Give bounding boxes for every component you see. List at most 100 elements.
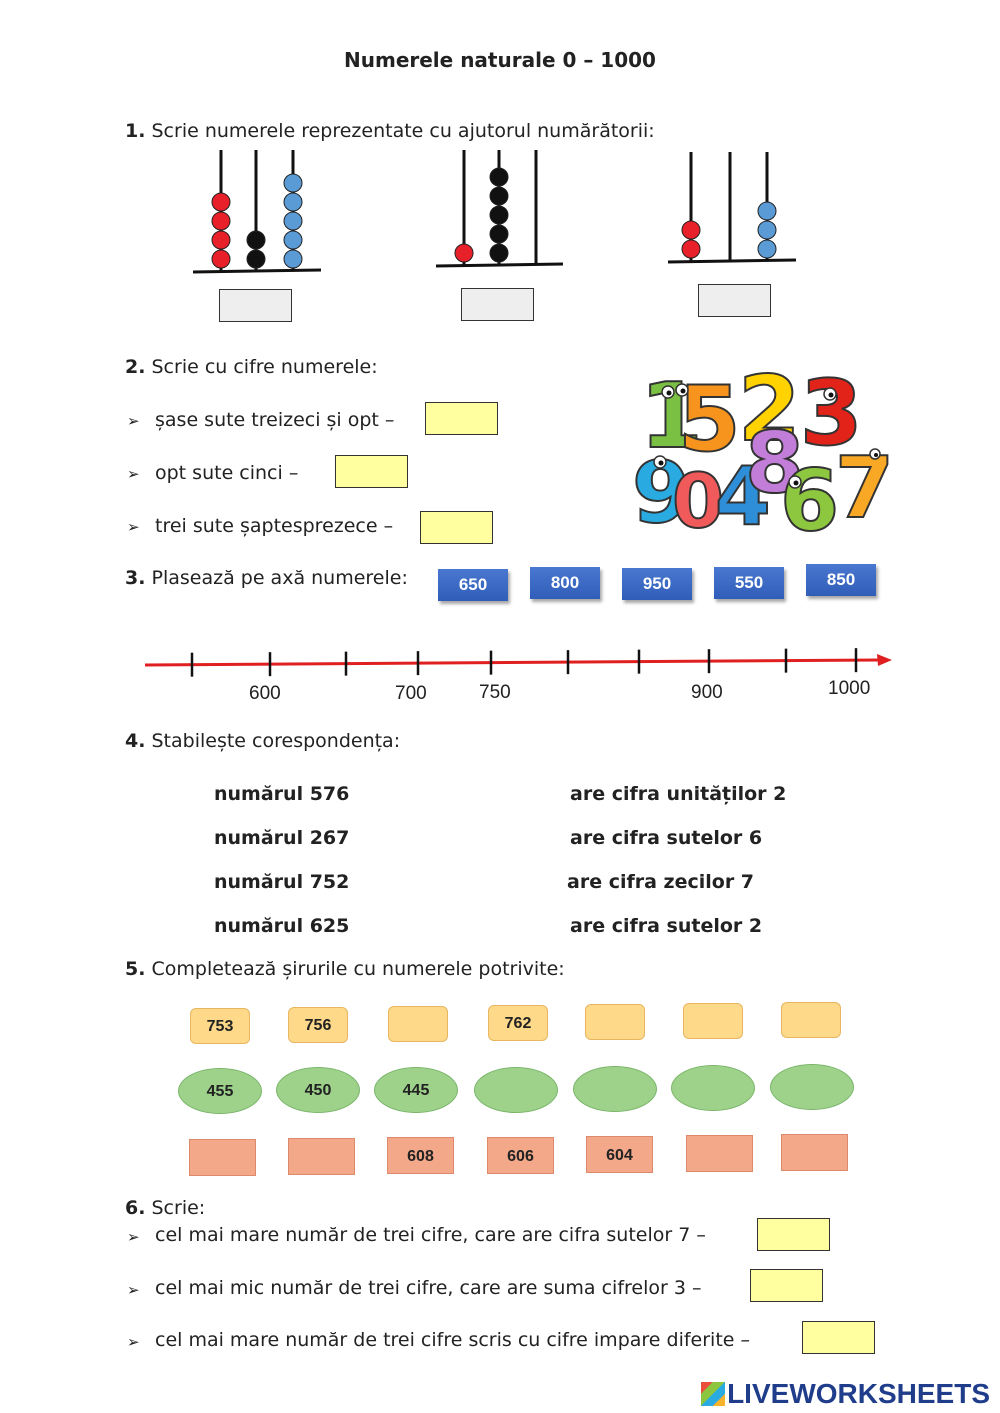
arrow-bullet-icon: ➢ — [127, 1228, 140, 1246]
sequence-2-cell-3: 445 — [374, 1067, 458, 1113]
sequence-2-cell-5[interactable] — [573, 1066, 657, 1112]
match-right-1[interactable]: are cifra unităților 2 — [570, 783, 787, 805]
draggable-tile-650[interactable]: 650 — [438, 569, 508, 601]
sequence-1-cell-5[interactable] — [585, 1004, 645, 1040]
question-text: Scrie: — [151, 1197, 206, 1219]
svg-text:4: 4 — [715, 450, 771, 532]
abacus-answer-1[interactable] — [219, 289, 292, 322]
q2-item-3-label: trei sute șaptesprezece – — [155, 515, 394, 537]
abacus-bead-hundreds — [681, 239, 701, 259]
question-text: Scrie numerele reprezentate cu ajutorul … — [151, 120, 655, 142]
liveworksheets-logo: LIVEWORKSHEETS — [701, 1378, 990, 1410]
sequence-3-cell-1[interactable] — [189, 1139, 256, 1176]
question-5: 5. Completează șirurile cu numerele potr… — [125, 958, 565, 980]
svg-text:2: 2 — [738, 362, 801, 462]
axis-arrow-icon — [877, 654, 892, 666]
sequence-1-cell-4: 762 — [488, 1005, 548, 1041]
svg-text:3: 3 — [800, 362, 863, 466]
abacus-bead-tens — [489, 224, 509, 244]
match-left-1[interactable]: numărul 576 — [214, 783, 350, 805]
abacus-answer-3[interactable] — [698, 284, 771, 317]
sequence-1-cell-2: 756 — [288, 1007, 348, 1043]
arrow-bullet-icon: ➢ — [127, 465, 140, 483]
abacus-bead-units — [283, 192, 303, 212]
q6-answer-1[interactable] — [757, 1218, 830, 1251]
draggable-tile-850[interactable]: 850 — [806, 564, 876, 596]
sequence-2-cell-2: 450 — [276, 1067, 360, 1113]
abacus-bead-tens — [489, 167, 509, 187]
q6-answer-3[interactable] — [802, 1321, 875, 1354]
sequence-3-cell-6[interactable] — [686, 1135, 753, 1172]
draggable-tile-950[interactable]: 950 — [622, 568, 692, 600]
q2-item-2-label: opt sute cinci – — [155, 462, 299, 484]
svg-text:5: 5 — [678, 367, 741, 472]
arrow-bullet-icon: ➢ — [127, 1333, 140, 1351]
match-right-3[interactable]: are cifra zecilor 7 — [567, 871, 755, 893]
abacus-bead-hundreds — [211, 249, 231, 269]
axis-label-700: 700 — [395, 683, 427, 704]
q6-item-1-label: cel mai mare număr de trei cifre, care a… — [155, 1224, 706, 1246]
axis-label-600: 600 — [249, 683, 281, 704]
question-text: Completează șirurile cu numerele potrivi… — [151, 958, 565, 980]
abacus-bead-units — [283, 249, 303, 269]
question-6: 6. Scrie: — [125, 1197, 205, 1219]
abacus-bead-hundreds — [454, 243, 474, 263]
abacus-bead-hundreds — [211, 230, 231, 250]
question-number: 5. — [125, 958, 146, 980]
q6-answer-2[interactable] — [750, 1269, 823, 1302]
q2-answer-3[interactable] — [420, 511, 493, 544]
q2-item-1-label: șase sute treizeci și opt – — [155, 409, 395, 431]
abacus-bead-units — [283, 230, 303, 250]
abacus-bead-tens — [246, 230, 266, 250]
sequence-1-cell-6[interactable] — [683, 1003, 743, 1039]
question-number: 6. — [125, 1197, 146, 1219]
sequence-2-cell-1: 455 — [178, 1068, 262, 1114]
question-3: 3. Plasează pe axă numerele: — [125, 567, 408, 589]
axis-line — [144, 658, 881, 667]
sequence-2-cell-6[interactable] — [671, 1065, 755, 1111]
match-right-4[interactable]: are cifra sutelor 2 — [570, 915, 763, 937]
abacus-bead-tens — [246, 249, 266, 269]
abacus-bead-units — [757, 239, 777, 259]
q6-item-3-label: cel mai mare număr de trei cifre scris c… — [155, 1329, 751, 1351]
sequence-1-cell-1: 753 — [190, 1008, 250, 1044]
match-left-4[interactable]: numărul 625 — [214, 915, 350, 937]
sequence-1-cell-7[interactable] — [781, 1002, 841, 1038]
question-text: Stabilește corespondența: — [151, 730, 401, 752]
number-axis — [144, 648, 892, 677]
match-left-3[interactable]: numărul 752 — [214, 871, 350, 893]
sequence-2-cell-7[interactable] — [770, 1064, 854, 1110]
abacus-bead-tens — [489, 186, 509, 206]
q6-item-2-label: cel mai mic număr de trei cifre, care ar… — [155, 1277, 702, 1299]
arrow-bullet-icon: ➢ — [127, 412, 140, 430]
question-2: 2. Scrie cu cifre numerele: — [125, 356, 378, 378]
question-text: Plasează pe axă numerele: — [151, 567, 408, 589]
sequence-2-cell-4[interactable] — [474, 1067, 558, 1113]
arrow-bullet-icon: ➢ — [127, 518, 140, 536]
abacus-base — [667, 258, 797, 264]
draggable-tile-550[interactable]: 550 — [714, 567, 784, 599]
arrow-bullet-icon: ➢ — [127, 1281, 140, 1299]
sequence-3-cell-5: 604 — [586, 1136, 653, 1173]
question-number: 3. — [125, 567, 146, 589]
abacus-answer-2[interactable] — [461, 288, 534, 321]
match-left-2[interactable]: numărul 267 — [214, 827, 350, 849]
question-number: 2. — [125, 356, 146, 378]
sequence-3-cell-7[interactable] — [781, 1134, 848, 1171]
abacus-bead-units — [757, 201, 777, 221]
svg-text:6: 6 — [780, 452, 839, 532]
match-right-2[interactable]: are cifra sutelor 6 — [570, 827, 763, 849]
q2-answer-1[interactable] — [425, 402, 498, 435]
sequence-3-cell-2[interactable] — [288, 1138, 355, 1175]
colorful-numbers-icon: 1 5 2 3 9 0 4 8 6 7 — [631, 362, 892, 532]
draggable-tile-800[interactable]: 800 — [530, 567, 600, 599]
abacus-bead-units — [283, 211, 303, 231]
page-title: Numerele naturale 0 – 1000 — [344, 48, 656, 72]
abacus-bead-hundreds — [211, 211, 231, 231]
svg-text:1: 1 — [640, 364, 703, 469]
question-4: 4. Stabilește corespondența: — [125, 730, 400, 752]
q2-answer-2[interactable] — [335, 455, 408, 488]
svg-text:7: 7 — [835, 439, 892, 532]
sequence-1-cell-3[interactable] — [388, 1006, 448, 1042]
axis-label-900: 900 — [691, 682, 723, 703]
